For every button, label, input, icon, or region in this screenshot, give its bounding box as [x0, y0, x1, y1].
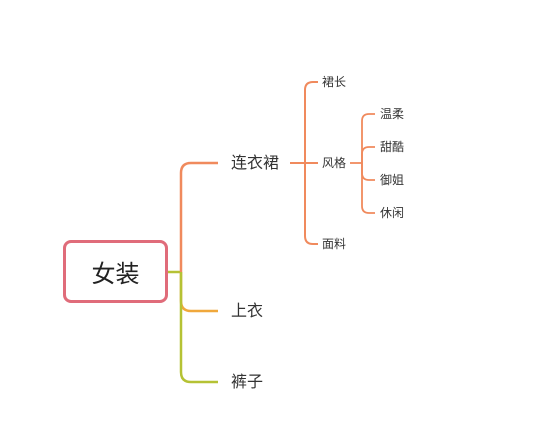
connector-top: [179, 272, 218, 313]
connector-pants: [179, 272, 218, 384]
connector-style-3: [361, 163, 375, 181]
root-node[interactable]: 女装: [63, 240, 168, 303]
connector-style-1: [361, 113, 375, 163]
connector-style-4: [361, 163, 375, 214]
connector-dress-fabric: [304, 163, 318, 245]
node-style-casual[interactable]: 休闲: [380, 206, 405, 220]
root-node-label: 女装: [91, 260, 140, 288]
node-dress-style[interactable]: 风格: [322, 156, 347, 170]
node-pants[interactable]: 裤子: [231, 372, 264, 391]
node-top[interactable]: 上衣: [231, 301, 264, 320]
node-dress[interactable]: 连衣裙: [231, 153, 280, 172]
node-style-mature[interactable]: 御姐: [380, 173, 405, 187]
connector-dress-length: [304, 81, 318, 163]
node-style-sweet-cool[interactable]: 甜酷: [380, 140, 405, 154]
node-style-gentle[interactable]: 温柔: [380, 107, 405, 121]
connector-style-2: [361, 146, 375, 163]
node-dress-fabric[interactable]: 面料: [322, 237, 347, 251]
connector-dress: [179, 161, 218, 272]
node-dress-length[interactable]: 裙长: [322, 75, 347, 89]
